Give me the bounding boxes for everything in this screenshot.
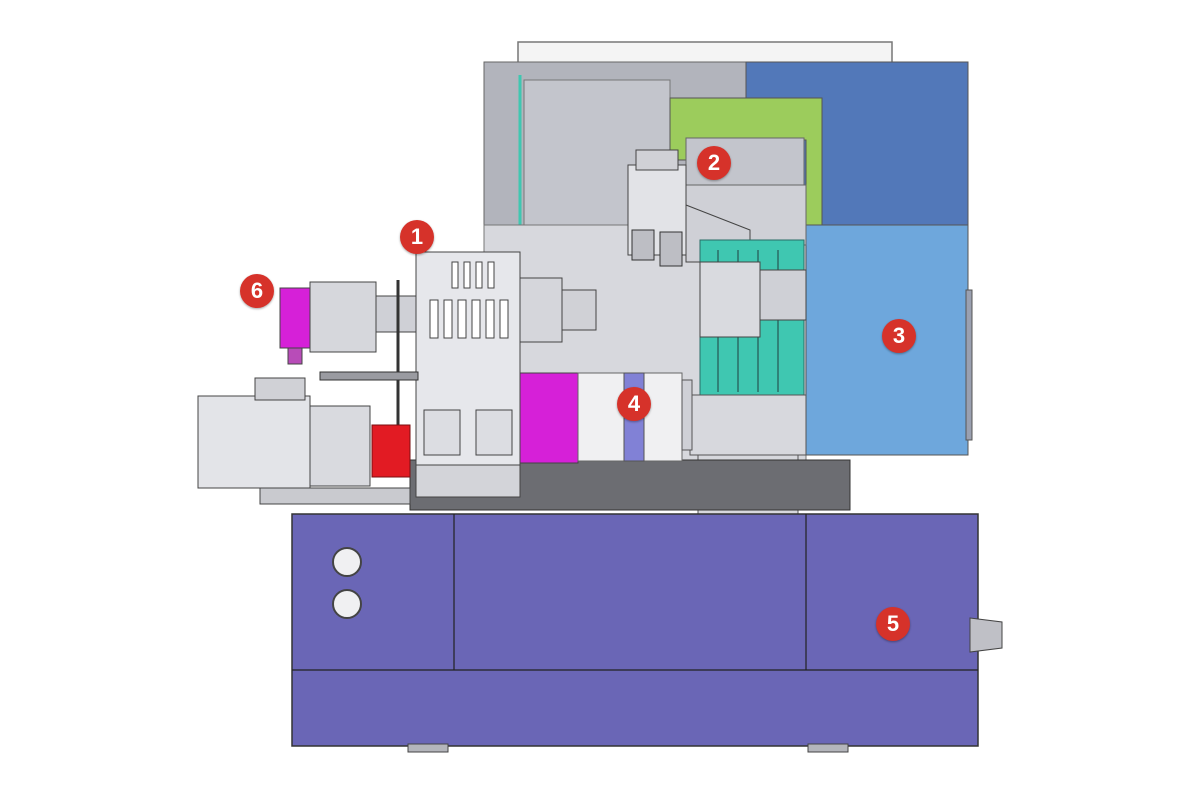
callout-2: 2 — [697, 146, 731, 180]
headstock-vents — [429, 261, 509, 339]
motor-mount-plate — [259, 487, 411, 505]
spindle-flange — [561, 289, 597, 331]
encoder-connector — [287, 347, 303, 365]
headstock-body — [415, 251, 521, 498]
turret-tool-block — [699, 261, 761, 338]
chuck-magenta — [519, 372, 579, 464]
tool-head-cutter-1 — [631, 229, 655, 261]
main-motor-flange — [309, 405, 371, 487]
right-door-edge — [965, 289, 973, 441]
headstock-leg-right — [475, 409, 513, 456]
callout-4: 4 — [617, 387, 651, 421]
main-motor-body — [197, 395, 311, 489]
tailstock-segment — [681, 379, 693, 451]
base-panel-lines — [292, 514, 978, 671]
callout-1: 1 — [400, 220, 434, 254]
turret-tool-post — [759, 269, 807, 321]
spindle-nose — [519, 277, 563, 343]
tool-head-cutter-2 — [659, 231, 683, 267]
headstock-leg-left — [423, 409, 461, 456]
pressure-gauge-lower — [332, 589, 362, 619]
encoder-shaft — [375, 295, 417, 333]
motor-support-bar — [319, 371, 419, 381]
callout-5: 5 — [876, 607, 910, 641]
encoder-housing — [309, 281, 377, 353]
leveling-foot-right — [807, 743, 849, 753]
base-cabinet — [291, 513, 979, 747]
leveling-foot-left — [407, 743, 449, 753]
motor-pulley — [371, 424, 411, 478]
callout-3: 3 — [882, 319, 916, 353]
main-motor-bracket — [254, 377, 306, 401]
callout-6: 6 — [240, 274, 274, 308]
headstock-foot — [415, 464, 521, 498]
pressure-gauge-upper — [332, 547, 362, 577]
base-side-vent — [969, 617, 1003, 653]
tool-head-top — [635, 149, 679, 171]
encoder-magenta — [279, 287, 311, 349]
turret-carriage — [689, 394, 807, 456]
